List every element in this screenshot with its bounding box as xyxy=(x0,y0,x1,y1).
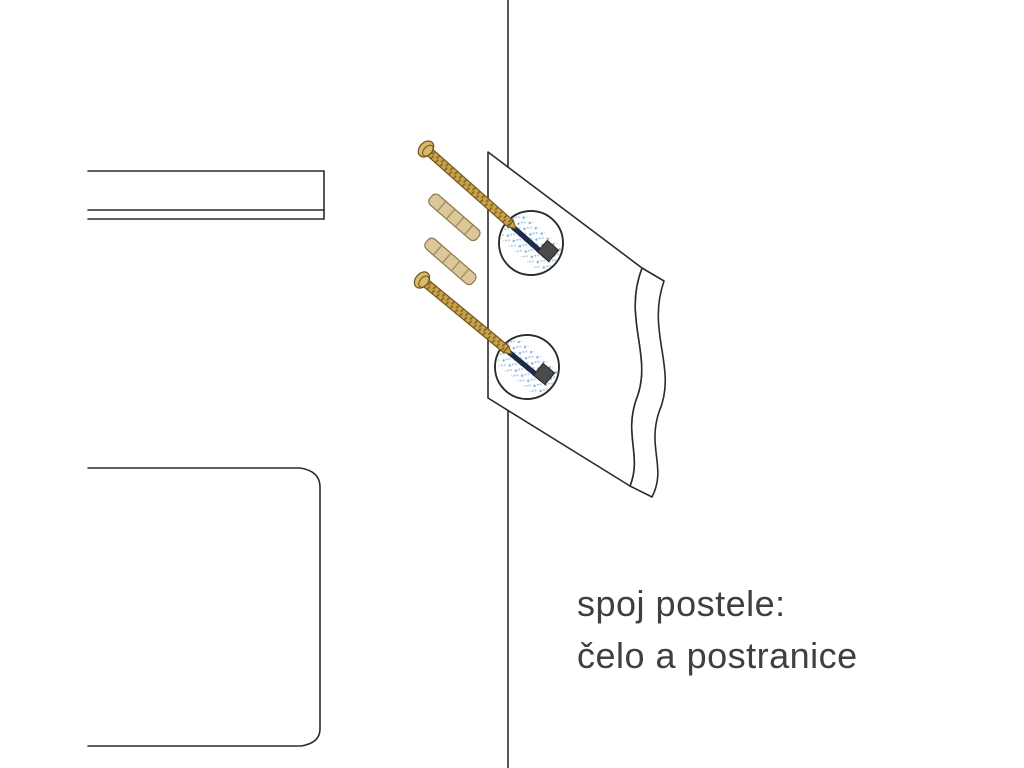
bed-rail-outline xyxy=(87,170,325,220)
bolt-bottom-icon xyxy=(413,271,513,355)
dowel-bottom-icon xyxy=(424,237,477,286)
dowel-top-icon xyxy=(428,193,481,242)
side-rail-panel-front xyxy=(487,151,643,487)
cam-nut-icon xyxy=(532,362,556,386)
side-rail-panel xyxy=(487,151,667,498)
caption-line-1: spoj postele: xyxy=(577,583,786,624)
bed-panel-outline xyxy=(87,467,321,747)
caption-line-2: čelo a postranice xyxy=(577,635,858,676)
cam-nut-icon xyxy=(536,239,560,263)
bolt-top-icon xyxy=(417,140,517,230)
